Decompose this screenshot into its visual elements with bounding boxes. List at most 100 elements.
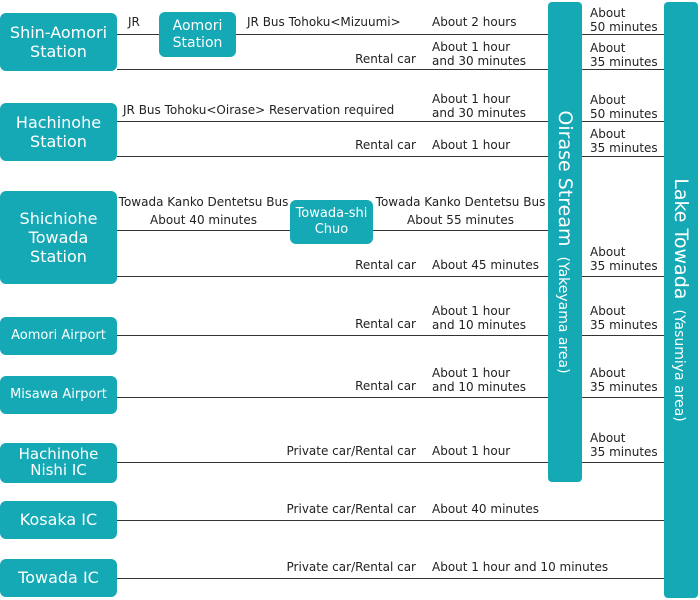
time-line-1: About 1 hour — [432, 40, 511, 54]
route-line-hachinohe-rental — [117, 156, 548, 157]
route-mode: JR Bus Tohoku<Mizuumi> — [247, 15, 401, 29]
route-mode: Rental car — [355, 258, 416, 272]
route-time: About 1 hour and 30 minutes — [432, 40, 527, 69]
time-line-1: About 1 hour — [432, 92, 511, 106]
origin-name-line-2: Towada — [28, 227, 89, 247]
destination-area: (Yakeyama area) — [555, 256, 571, 374]
destination-name: Oirase Stream — [554, 110, 576, 247]
route-line-shichinohe-bus2 — [373, 230, 548, 231]
time-line-1: About — [590, 6, 626, 20]
time-line-1: About — [590, 366, 626, 380]
transfer-towada-shi-chuo: Towada-shi Chuo — [290, 200, 373, 244]
time-line-1: About 1 hour — [432, 366, 511, 380]
route-line-shin-aomori-jr — [117, 34, 159, 35]
mode-line: Towada Kanko Dentetsu Bus — [118, 195, 289, 209]
route-mode: Private car/Rental car — [286, 560, 416, 574]
transfer-name-line-1: Towada-shi — [295, 206, 368, 222]
time-line-2: 35 minutes — [590, 444, 658, 459]
origin-hachinohe-nishi-ic: Hachinohe Nishi IC — [0, 443, 117, 483]
destination-name: Lake Towada — [670, 178, 692, 300]
origin-name: Misawa Airport — [10, 387, 107, 403]
route-time: About 45 minutes — [432, 258, 539, 272]
origin-hachinohe-station: Hachinohe Station — [0, 103, 117, 161]
origin-name-line-1: Hachinohe — [18, 445, 99, 464]
destination-label: Oirase Stream (Yakeyama area) — [554, 110, 576, 373]
route-time-to-lake: About 35 minutes — [590, 304, 658, 333]
route-time-to-lake: About 35 minutes — [590, 431, 658, 460]
time-line-2: and 30 minutes — [432, 105, 527, 120]
connector-line-5 — [582, 276, 664, 277]
route-line-shichinohe-bus1 — [117, 230, 290, 231]
destination-label: Lake Towada (Yasumiya area) — [670, 178, 692, 422]
origin-name-line-1: Hachinohe — [15, 112, 102, 132]
origin-towada-ic: Towada IC — [0, 559, 117, 597]
transfer-aomori-station: Aomori Station — [159, 12, 236, 57]
route-line-misawa-airport — [117, 397, 548, 398]
origin-name-line-1: Shichiohe — [19, 208, 98, 228]
route-time: About 1 hour — [432, 444, 511, 458]
route-mode: Private car/Rental car — [286, 444, 416, 458]
route-time: About 1 hour and 10 minutes — [432, 304, 527, 333]
transfer-name-line-2: Chuo — [314, 222, 349, 237]
time-line-2: and 10 minutes — [432, 317, 527, 332]
route-mode: Rental car — [355, 138, 416, 152]
route-time-to-lake: About 35 minutes — [590, 41, 658, 70]
route-line-aomori-airport — [117, 335, 548, 336]
origin-name: Aomori Airport — [11, 328, 106, 344]
route-mode: JR Bus Tohoku<Oirase> Reservation requir… — [123, 103, 395, 117]
origin-name: Kosaka IC — [19, 510, 98, 530]
origin-shin-aomori-station: Shin-Aomori Station — [0, 13, 117, 71]
origin-kosaka-ic: Kosaka IC — [0, 501, 117, 539]
origin-name-line-3: Station — [30, 247, 87, 267]
connector-line-2 — [582, 69, 664, 70]
route-time: About 2 hours — [432, 15, 517, 29]
time-line-1: About — [590, 304, 626, 318]
route-mode-leg1: Towada Kanko Dentetsu Bus About 40 minut… — [117, 193, 290, 229]
origin-aomori-airport: Aomori Airport — [0, 317, 117, 355]
route-line-towada-ic — [117, 578, 664, 579]
time-line: About 40 minutes — [150, 213, 257, 227]
time-line-2: and 30 minutes — [432, 53, 527, 68]
route-time: About 1 hour — [432, 138, 511, 152]
time-line-2: 35 minutes — [590, 317, 658, 332]
time-line-2: 35 minutes — [590, 258, 658, 273]
route-time: About 1 hour and 10 minutes — [432, 560, 609, 574]
origin-name-line-2: Nishi IC — [30, 461, 87, 479]
route-line-hachinohe-nishi — [117, 462, 548, 463]
destination-oirase-stream: Oirase Stream (Yakeyama area) — [548, 2, 582, 482]
connector-line-8 — [582, 462, 664, 463]
origin-name-line-2: Station — [30, 42, 87, 61]
route-line-shin-aomori-rental — [117, 69, 548, 70]
time-line-1: About — [590, 245, 626, 259]
connector-line-6 — [582, 335, 664, 336]
time-line-2: 35 minutes — [590, 140, 658, 155]
route-line-shichinohe-rental — [117, 276, 548, 277]
time-line-2: 35 minutes — [590, 379, 658, 394]
route-mode: JR — [128, 15, 140, 29]
mode-line: Towada Kanko Dentetsu Bus — [375, 195, 546, 209]
origin-shichinohe-towada-station: Shichiohe Towada Station — [0, 191, 117, 284]
origin-misawa-airport: Misawa Airport — [0, 376, 117, 414]
origin-name-line-2: Station — [30, 132, 87, 151]
route-time: About 1 hour and 10 minutes — [432, 366, 527, 395]
time-line-2: and 10 minutes — [432, 379, 527, 394]
time-line-1: About — [590, 431, 626, 445]
route-time-to-lake: About 35 minutes — [590, 245, 658, 274]
route-time: About 40 minutes — [432, 502, 539, 516]
route-time: About 1 hour and 30 minutes — [432, 92, 527, 121]
connector-line-1 — [582, 34, 664, 35]
time-line-1: About — [590, 93, 626, 107]
time-line-2: 50 minutes — [590, 106, 658, 121]
route-mode: Rental car — [355, 379, 416, 393]
time-line-2: 50 minutes — [590, 19, 658, 34]
route-time-to-lake: About 35 minutes — [590, 366, 658, 395]
destination-lake-towada: Lake Towada (Yasumiya area) — [664, 2, 698, 598]
route-line-shin-aomori-bus — [236, 34, 548, 35]
route-mode: Rental car — [355, 52, 416, 66]
route-time-to-lake: About 50 minutes — [590, 6, 658, 35]
connector-line-3 — [582, 121, 664, 122]
connector-line-4 — [582, 156, 664, 157]
route-time-to-lake: About 50 minutes — [590, 93, 658, 122]
transfer-name-line-1: Aomori — [172, 17, 223, 34]
route-mode: Private car/Rental car — [286, 502, 416, 516]
